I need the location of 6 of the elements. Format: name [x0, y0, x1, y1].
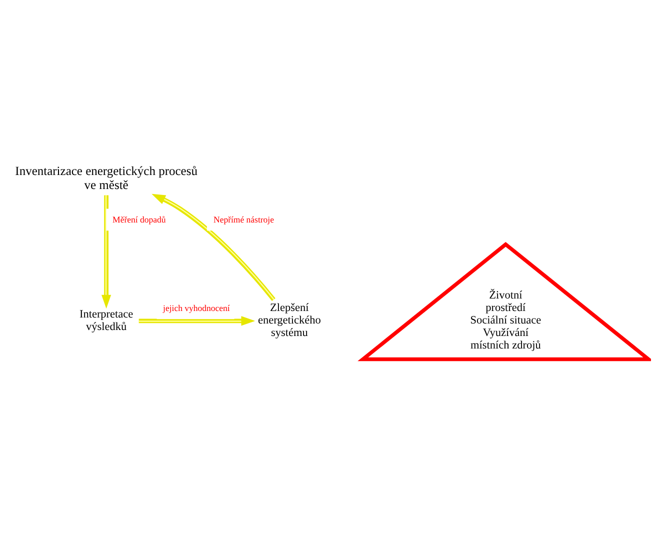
node-text: Zlepšení energetického systému — [258, 302, 321, 340]
node-text: Interpretace výsledků — [79, 308, 134, 333]
node-text: Inventarizace energetických procesů ve městě — [15, 164, 198, 192]
edge-label: Nepřímé nástroje — [213, 214, 274, 224]
edge-label: jejich vyhodnocení — [163, 302, 230, 313]
edge-label: Měření dopadů — [112, 214, 166, 224]
